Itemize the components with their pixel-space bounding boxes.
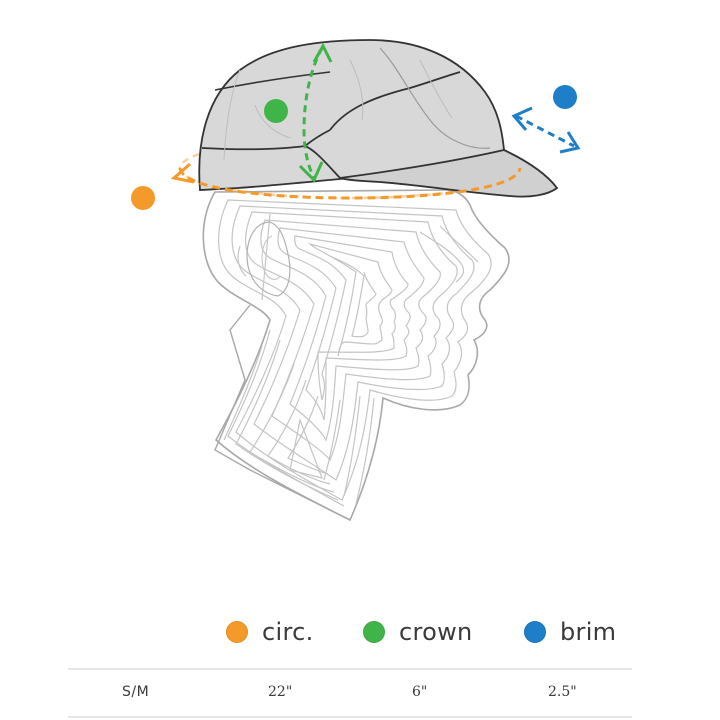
circumference-arrow-head [170,162,195,184]
legend-label-circumference: circ. [262,618,314,646]
crown-arrow-head-top [312,42,333,63]
cap [198,39,559,198]
cap-brim-shape [339,149,559,198]
size-cell: S/M [122,684,150,700]
cap-measurement-diagram [131,39,581,522]
table-top-divider [68,668,632,670]
head-silhouette [202,189,510,522]
crown-measure-line [302,47,324,179]
brim-value-cell: 2.5" [548,684,577,700]
brim-marker-dot [553,85,577,109]
crown-dot-icon [363,621,385,643]
brim-arrow-head-right [559,131,581,154]
legend-item-circumference: circ. [226,618,314,646]
table-bottom-divider [68,716,632,718]
legend-item-crown: crown [363,618,473,646]
circumference-dot-icon [226,621,248,643]
brim-arrow-head-left [511,106,533,131]
brim-measure-line [515,114,575,148]
circumference-value-cell: 22" [268,684,293,700]
crown-value-cell: 6" [412,684,428,700]
legend: circ. crown brim [0,618,720,654]
crown-arrow-head-bottom [298,161,324,183]
legend-label-brim: brim [560,618,617,646]
legend-item-brim: brim [524,618,616,646]
legend-label-crown: crown [399,618,473,646]
size-table-row: S/M 22" 6" 2.5" [68,676,632,712]
crown-marker-dot [264,99,288,123]
brim-dot-icon [524,621,546,643]
circumference-marker-dot [131,186,155,210]
circumference-loop-front [178,167,522,200]
